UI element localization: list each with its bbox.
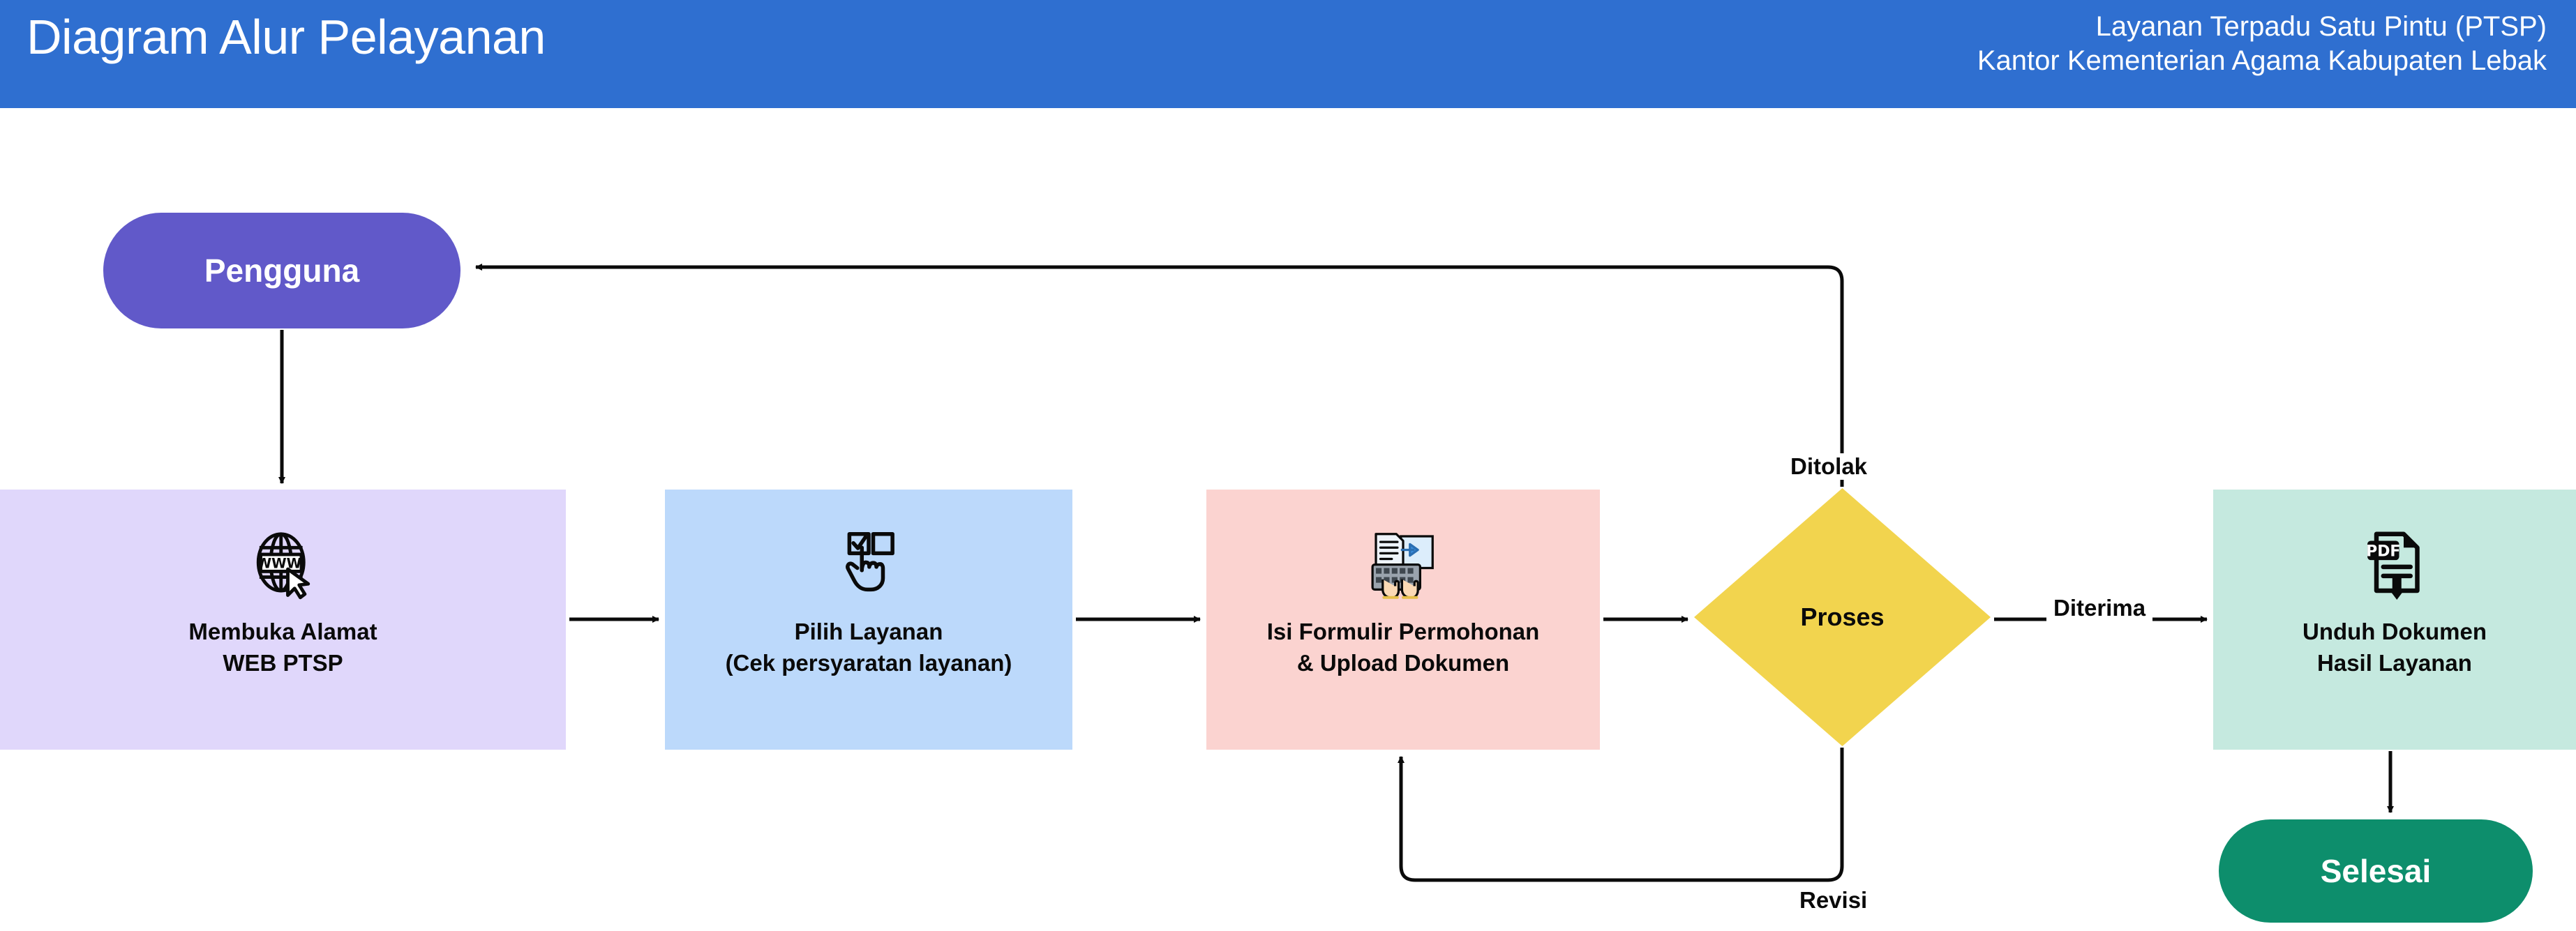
node-pengguna-label: Pengguna bbox=[204, 252, 360, 289]
node-pilih-layanan-label: Pilih Layanan (Cek persyaratan layanan) bbox=[725, 619, 1012, 676]
node-isi-formulir-upload-dokumen-label: Isi Formulir Permohonan & Upload Dokumen bbox=[1266, 619, 1540, 676]
node-membuka-alamat-web-ptsp[interactable]: WWW. Membuka Alamat WEB PTSP bbox=[0, 490, 566, 750]
flowchart-canvas: Ditolak Diterima Revisi Pengguna WWW. M bbox=[0, 108, 2576, 931]
keyboard-upload-document-icon bbox=[1367, 526, 1439, 601]
edge-label-diterima: Diterima bbox=[2046, 595, 2153, 621]
node-pengguna[interactable]: Pengguna bbox=[103, 213, 460, 328]
svg-text:WWW.: WWW. bbox=[256, 556, 305, 572]
node-unduh-dokumen-hasil-layanan-label: Unduh Dokumen Hasil Layanan bbox=[2302, 619, 2487, 676]
node-unduh-dokumen-hasil-layanan[interactable]: PDF Unduh Dokumen Hasil Layanan bbox=[2213, 490, 2576, 750]
edge-proses-to-form bbox=[1398, 748, 1844, 882]
header-subtitle: Layanan Terpadu Satu Pintu (PTSP) Kantor… bbox=[1977, 10, 2547, 78]
header-subtitle-line1: Layanan Terpadu Satu Pintu (PTSP) bbox=[2095, 11, 2547, 42]
globe-www-cursor-icon: WWW. bbox=[247, 526, 320, 601]
edge-label-revisi: Revisi bbox=[1792, 887, 1875, 914]
node-selesai[interactable]: Selesai bbox=[2219, 819, 2533, 923]
pdf-download-icon: PDF bbox=[2358, 526, 2431, 601]
node-proses-label: Proses bbox=[1800, 603, 1885, 631]
node-pilih-layanan[interactable]: Pilih Layanan (Cek persyaratan layanan) bbox=[665, 490, 1072, 750]
header-subtitle-line2: Kantor Kementerian Agama Kabupaten Lebak bbox=[1977, 45, 2547, 76]
page-header: Diagram Alur Pelayanan Layanan Terpadu S… bbox=[0, 0, 2576, 108]
hand-click-checkbox-icon bbox=[832, 526, 905, 601]
node-membuka-alamat-web-ptsp-label: Membuka Alamat WEB PTSP bbox=[188, 619, 377, 676]
svg-text:PDF: PDF bbox=[2366, 543, 2400, 560]
edge-label-ditolak: Ditolak bbox=[1783, 453, 1875, 480]
node-selesai-label: Selesai bbox=[2320, 853, 2432, 889]
node-isi-formulir-upload-dokumen[interactable]: Isi Formulir Permohonan & Upload Dokumen bbox=[1206, 490, 1600, 750]
page-title: Diagram Alur Pelayanan bbox=[27, 10, 546, 64]
node-proses-decision[interactable]: Proses bbox=[1694, 488, 1991, 746]
edge-proses-to-pengguna bbox=[475, 264, 1844, 487]
